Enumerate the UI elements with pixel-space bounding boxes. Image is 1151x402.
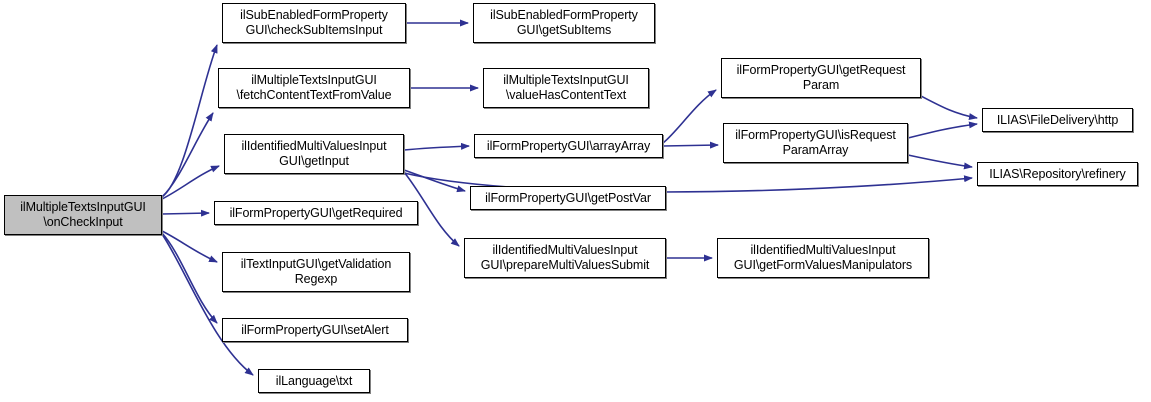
graph-node[interactable]: ilFormPropertyGUI\arrayArray — [474, 134, 663, 158]
graph-node-label: ilFormPropertyGUI\setAlert — [241, 322, 389, 337]
graph-node-label: ilFormPropertyGUI\getRequired — [229, 205, 403, 220]
call-edge — [161, 112, 214, 198]
graph-node[interactable]: ilFormPropertyGUI\setAlert — [222, 318, 408, 342]
graph-node[interactable]: ilFormPropertyGUI\getPostVar — [470, 186, 666, 210]
graph-node-label: ilFormPropertyGUI\getPostVar — [485, 190, 651, 205]
graph-node-label: ilIdentifiedMultiValuesInput GUI\getInpu… — [241, 139, 387, 168]
call-edge — [161, 165, 220, 200]
call-edge — [161, 230, 218, 263]
call-edge — [662, 89, 717, 144]
graph-node[interactable]: ilFormPropertyGUI\getRequired — [214, 201, 418, 225]
call-edge — [403, 142, 470, 151]
call-edge — [662, 141, 719, 149]
graph-node[interactable]: ilIdentifiedMultiValuesInput GUI\getForm… — [717, 238, 929, 278]
graph-node-label: ilSubEnabledFormProperty GUI\checkSubIte… — [240, 8, 388, 37]
graph-node[interactable]: ILIAS\FileDelivery\http — [982, 108, 1133, 132]
graph-node-label: ILIAS\FileDelivery\http — [996, 112, 1119, 127]
graph-node-label: ilSubEnabledFormProperty GUI\getSubItems — [490, 8, 638, 37]
graph-node[interactable]: ilTextInputGUI\getValidation Regexp — [222, 252, 410, 292]
call-edge — [161, 44, 218, 198]
graph-node[interactable]: ilLanguage\txt — [258, 369, 370, 393]
graph-node[interactable]: ilFormPropertyGUI\isRequest ParamArray — [723, 123, 908, 163]
graph-node-label: ilMultipleTextsInputGUI \fetchContentTex… — [236, 73, 392, 102]
graph-node[interactable]: ilIdentifiedMultiValuesInput GUI\getInpu… — [224, 134, 404, 174]
call-edge — [920, 95, 978, 121]
graph-node[interactable]: ILIAS\Repository\refinery — [977, 162, 1138, 186]
graph-node[interactable]: ilFormPropertyGUI\getRequest Param — [721, 58, 921, 98]
graph-node-label: ilTextInputGUI\getValidation Regexp — [240, 257, 392, 286]
graph-node-label: ilIdentifiedMultiValuesInput GUI\prepare… — [480, 243, 650, 272]
graph-node-root[interactable]: ilMultipleTextsInputGUI \onCheckInput — [4, 195, 162, 235]
graph-node-label: ilLanguage\txt — [275, 373, 353, 388]
call-edge — [161, 209, 210, 217]
graph-node-label: ilMultipleTextsInputGUI \onCheckInput — [20, 200, 146, 229]
call-edge — [907, 154, 973, 170]
graph-node[interactable]: ilMultipleTextsInputGUI \fetchContentTex… — [218, 68, 410, 108]
graph-node[interactable]: ilIdentifiedMultiValuesInput GUI\prepare… — [464, 238, 666, 278]
graph-node[interactable]: ilSubEnabledFormProperty GUI\checkSubIte… — [222, 3, 406, 43]
graph-node-label: ilMultipleTextsInputGUI \valueHasContent… — [503, 73, 629, 102]
graph-node-label: ilFormPropertyGUI\getRequest Param — [736, 63, 906, 92]
graph-node-label: ILIAS\Repository\refinery — [989, 166, 1126, 181]
call-edge — [161, 232, 218, 324]
graph-node-label: ilIdentifiedMultiValuesInput GUI\getForm… — [733, 243, 913, 272]
graph-node-label: ilFormPropertyGUI\isRequest ParamArray — [735, 128, 896, 157]
graph-node-label: ilFormPropertyGUI\arrayArray — [486, 138, 651, 153]
graph-node[interactable]: ilSubEnabledFormProperty GUI\getSubItems — [473, 3, 655, 43]
call-edge — [403, 169, 466, 193]
call-edge — [907, 121, 978, 139]
graph-node[interactable]: ilMultipleTextsInputGUI \valueHasContent… — [483, 68, 649, 108]
